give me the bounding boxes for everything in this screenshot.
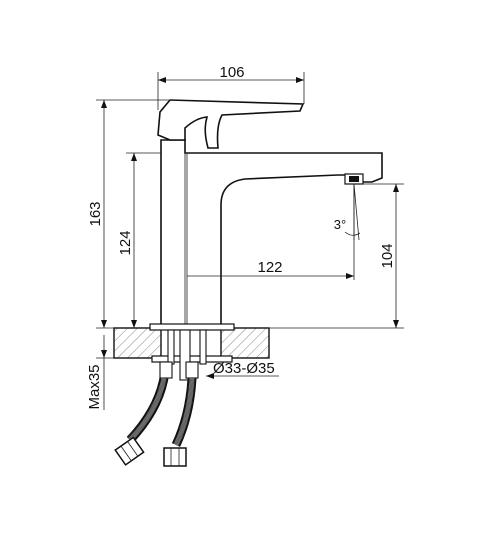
dimension-hole-diameter: Ø33-Ø35 xyxy=(206,360,279,379)
dimension-total-height: 163 xyxy=(87,99,172,329)
dimension-label-spout-reach: 122 xyxy=(257,259,282,276)
dimension-max-thickness: Max35 xyxy=(86,335,114,410)
dimension-body-height: 124 xyxy=(117,152,161,328)
lever-handle xyxy=(157,99,305,149)
dimension-spout-height: 104 xyxy=(269,183,404,329)
dimension-label-total-height: 163 xyxy=(87,201,104,226)
braided-hoses xyxy=(114,377,197,467)
dimension-label-body-height: 124 xyxy=(117,230,134,255)
mounting-hardware xyxy=(149,323,235,381)
dimension-label-angle: 3° xyxy=(334,217,346,232)
dimension-angle: 3° xyxy=(334,183,361,241)
dimension-label-top-width: 106 xyxy=(219,64,244,81)
dimension-label-hole-diameter: Ø33-Ø35 xyxy=(213,360,275,377)
dimension-label-max-thickness: Max35 xyxy=(86,364,103,409)
dimension-top-width: 106 xyxy=(157,64,305,110)
countertop xyxy=(113,327,270,359)
dimension-label-spout-height: 104 xyxy=(379,243,396,268)
